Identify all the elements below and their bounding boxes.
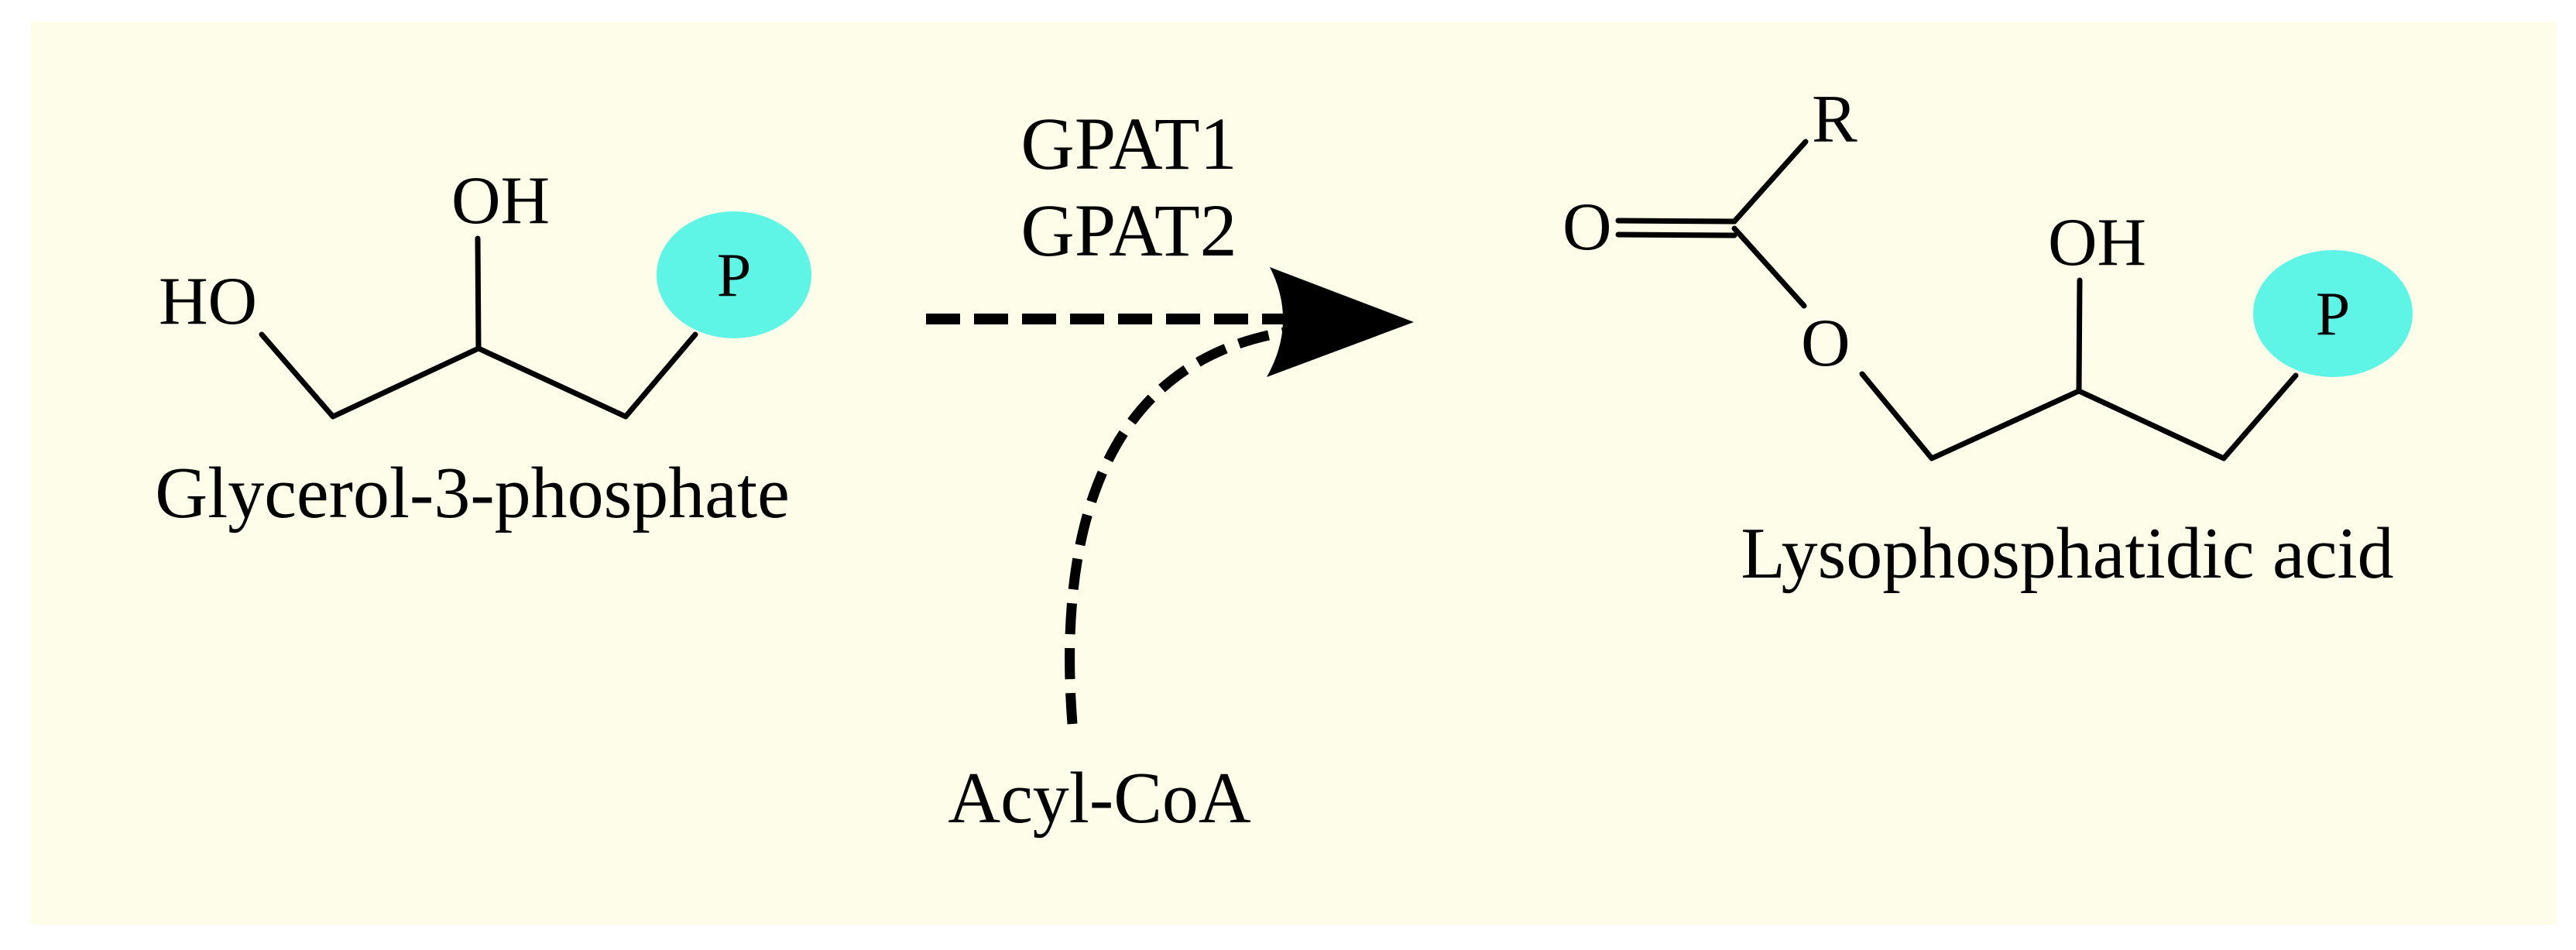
enzyme-label-1: GPAT1 bbox=[1020, 102, 1237, 185]
arrowhead bbox=[1267, 267, 1414, 377]
enzyme-label-2: GPAT2 bbox=[1020, 189, 1237, 272]
product-ester-o-label: O bbox=[1801, 306, 1851, 381]
product-phosphate-label: P bbox=[2316, 280, 2351, 348]
reactant-phosphate-circle bbox=[657, 211, 811, 338]
cosubstrate-label: Acyl-CoA bbox=[948, 758, 1251, 839]
product-oh-bond bbox=[2076, 277, 2083, 394]
product-oh-label: OH bbox=[2048, 205, 2146, 280]
product-ester-bond bbox=[1731, 225, 1807, 309]
product-structure: O R O OH P bbox=[1562, 82, 2413, 461]
diagram-panel bbox=[31, 22, 2557, 924]
product-r-bond bbox=[1731, 139, 1809, 225]
product-r-label: R bbox=[1812, 82, 1857, 157]
reactant-ho-label: HO bbox=[159, 264, 257, 339]
reactant-oh-label: OH bbox=[451, 163, 550, 238]
product-name: Lysophosphatidic acid bbox=[1741, 513, 2393, 594]
acyl-coa-curved-arrow bbox=[1065, 326, 1291, 725]
reactant-phosphate-label: P bbox=[717, 242, 752, 310]
product-carbonyl-o-label: O bbox=[1562, 190, 1612, 265]
reactant-name: Glycerol-3-phosphate bbox=[155, 453, 790, 533]
reactant-structure: HO OH P bbox=[159, 163, 811, 420]
product-phosphate-circle bbox=[2253, 250, 2413, 377]
reaction-arrow bbox=[926, 267, 1414, 725]
